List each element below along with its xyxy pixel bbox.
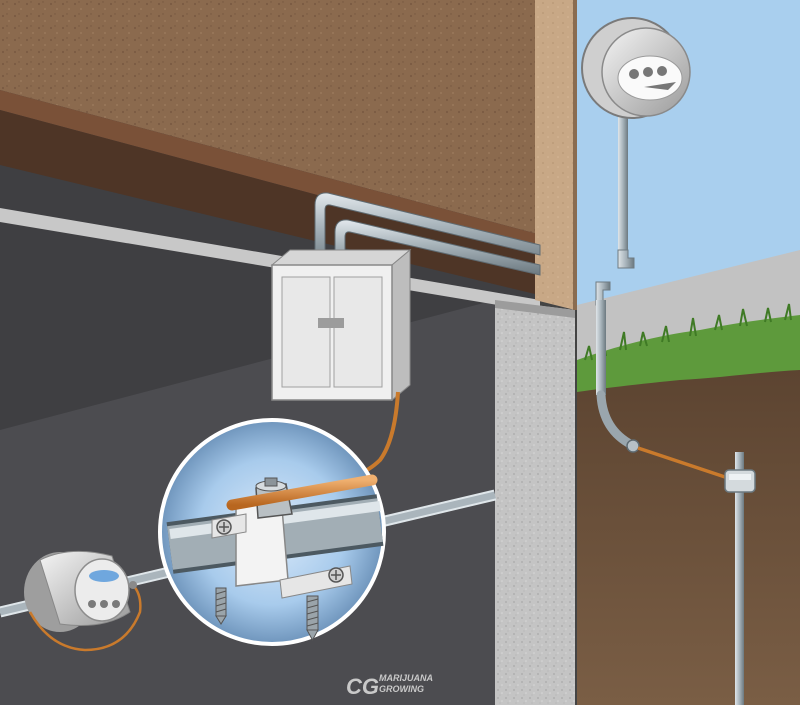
panel-door-right xyxy=(333,276,383,388)
water-meter-icon xyxy=(24,550,131,632)
jumper-clamp xyxy=(129,581,137,589)
panel-top xyxy=(270,249,412,266)
conduit-2 xyxy=(334,219,541,276)
pipe-clamp-icon xyxy=(211,477,353,642)
meter-bonding-jumper xyxy=(28,584,142,652)
clamp-screw-left-slot xyxy=(219,522,229,532)
clamp-detail-magnifier xyxy=(158,418,386,646)
meter-conduit xyxy=(618,110,628,260)
foundation-top-edge xyxy=(495,300,575,318)
subfloor-surface xyxy=(0,0,560,240)
water-meter-dial-1 xyxy=(88,600,96,608)
conduit-bushing xyxy=(626,439,640,453)
watermark-line-2: GROWING xyxy=(379,684,424,694)
meter-dial-1 xyxy=(629,69,639,79)
ground-rod-clamp xyxy=(724,469,756,493)
siding-edge xyxy=(573,0,577,310)
meter-dial-3 xyxy=(657,66,667,76)
conduit-elbow xyxy=(617,249,635,269)
lug-set-screw xyxy=(264,477,278,487)
meter-dial-2 xyxy=(643,67,653,77)
watermark-logo: CG MARIJUANA GROWING xyxy=(346,673,433,699)
meter-indicator xyxy=(644,82,676,90)
grass xyxy=(577,315,800,392)
panel-door-left xyxy=(281,276,331,388)
breaker-panel-icon xyxy=(270,248,412,402)
conduit-bend xyxy=(596,390,637,450)
clamp-bolt-left xyxy=(215,587,227,625)
exterior-siding xyxy=(535,0,575,310)
water-meter-dial-2 xyxy=(100,600,108,608)
lower-conduit xyxy=(596,300,606,395)
clamp-bolt-right xyxy=(306,595,319,642)
clamp-screw-right-slot xyxy=(331,570,341,580)
watermark-line-1: MARIJUANA xyxy=(379,673,433,683)
detail-copper-conductor xyxy=(226,474,378,511)
soil-cutaway xyxy=(577,355,800,705)
meter-face xyxy=(617,55,683,101)
ground-rod xyxy=(735,452,744,705)
watermark-logo-letters: CG xyxy=(346,674,379,699)
ground-rod-icon xyxy=(724,452,756,705)
joist-shadow xyxy=(0,110,560,300)
panel-latch xyxy=(318,318,344,328)
ground-clamp-highlight xyxy=(729,474,751,480)
water-meter-window xyxy=(89,570,119,582)
outdoor-ground-path xyxy=(595,281,729,480)
foundation-wall xyxy=(495,300,575,705)
water-meter-face xyxy=(74,558,130,622)
service-conduits xyxy=(314,192,541,276)
panel-side xyxy=(391,248,411,402)
conduit-1 xyxy=(314,192,541,269)
outdoor-ground-wire xyxy=(637,446,729,480)
electric-meter-icon xyxy=(581,17,691,269)
water-meter-dial-3 xyxy=(112,600,120,608)
